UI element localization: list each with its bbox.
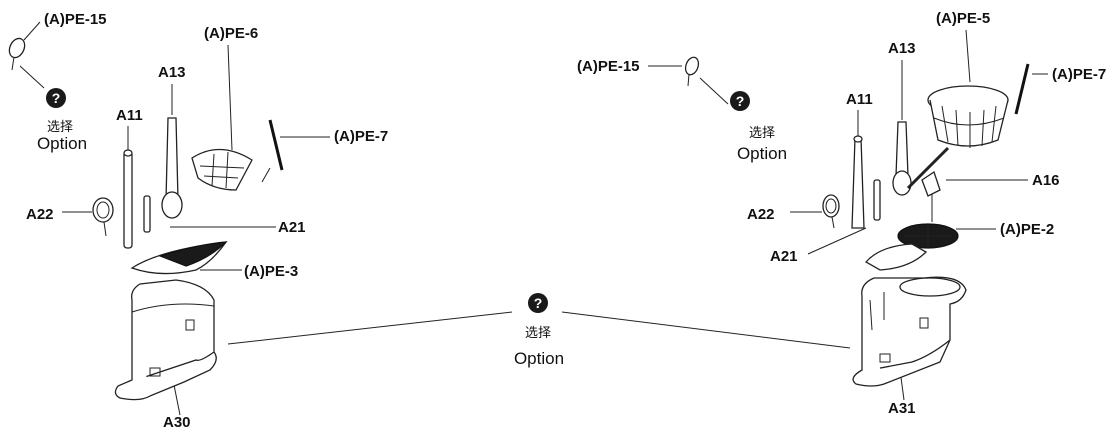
right-label-pe2: (A)PE-2 bbox=[1000, 221, 1054, 238]
center-option-en: Option bbox=[514, 349, 564, 368]
left-option-badge: ? 选择 Option bbox=[37, 88, 87, 153]
left-a11-part bbox=[123, 149, 133, 249]
right-option-badge: ? 选择 Option bbox=[730, 91, 787, 163]
left-a30-part bbox=[114, 279, 217, 401]
left-deck-part bbox=[130, 241, 228, 275]
right-label-a11: A11 bbox=[846, 91, 873, 108]
right-label-a21: A21 bbox=[770, 248, 798, 265]
right-pe2-part bbox=[897, 223, 959, 249]
right-label-a31: A31 bbox=[888, 400, 916, 417]
right-label-a16: A16 bbox=[1032, 172, 1060, 189]
right-option-question-icon bbox=[730, 91, 750, 111]
right-deck-part bbox=[864, 243, 928, 271]
svg-text:?: ? bbox=[736, 93, 745, 109]
right-a22-part bbox=[822, 194, 840, 229]
svg-text:?: ? bbox=[534, 295, 543, 311]
center-option: ? 选择 Option bbox=[227, 293, 851, 368]
right-pe5-part bbox=[927, 85, 1009, 148]
right-label-pe15: (A)PE-15 bbox=[577, 58, 640, 75]
center-option-cn: 选择 bbox=[525, 326, 551, 341]
left-label-pe3: (A)PE-3 bbox=[244, 263, 298, 280]
center-option-question-icon bbox=[528, 293, 548, 313]
left-label-pe15: (A)PE-15 bbox=[44, 11, 107, 28]
right-label-a22: A22 bbox=[747, 206, 775, 223]
left-label-a30: A30 bbox=[163, 414, 191, 431]
left-pe6-part bbox=[191, 148, 253, 191]
right-a16-part bbox=[906, 146, 950, 222]
left-assembly: (A)PE-15 ? 选择 Option (A)PE-6 A13 A11 (A)… bbox=[8, 11, 388, 431]
right-label-pe7: (A)PE-7 bbox=[1052, 66, 1106, 83]
left-label-pe6: (A)PE-6 bbox=[204, 25, 258, 42]
left-a13-part bbox=[161, 117, 183, 219]
right-a11-part bbox=[851, 135, 865, 229]
left-a22-part bbox=[92, 197, 114, 237]
svg-text:?: ? bbox=[52, 90, 61, 106]
right-label-a13: A13 bbox=[888, 40, 916, 57]
right-assembly: (A)PE-15 ? 选择 Option (A)PE-5 A13 (A)PE-7… bbox=[577, 10, 1106, 417]
left-pe15-part bbox=[8, 21, 41, 71]
left-label-a22: A22 bbox=[26, 206, 54, 223]
left-label-a11: A11 bbox=[116, 107, 143, 124]
left-option-cn: 选择 bbox=[47, 120, 73, 135]
right-option-en: Option bbox=[737, 144, 787, 163]
left-label-a21: A21 bbox=[278, 219, 306, 236]
left-label-a13: A13 bbox=[158, 64, 186, 81]
left-option-question-icon bbox=[46, 88, 66, 108]
left-label-pe7: (A)PE-7 bbox=[334, 128, 388, 145]
left-option-en: Option bbox=[37, 134, 87, 153]
right-option-cn: 选择 bbox=[749, 126, 775, 141]
right-a13-part bbox=[892, 121, 912, 196]
right-pe15-part bbox=[684, 56, 700, 87]
right-a31-part bbox=[852, 276, 967, 387]
right-label-pe5: (A)PE-5 bbox=[936, 10, 990, 27]
